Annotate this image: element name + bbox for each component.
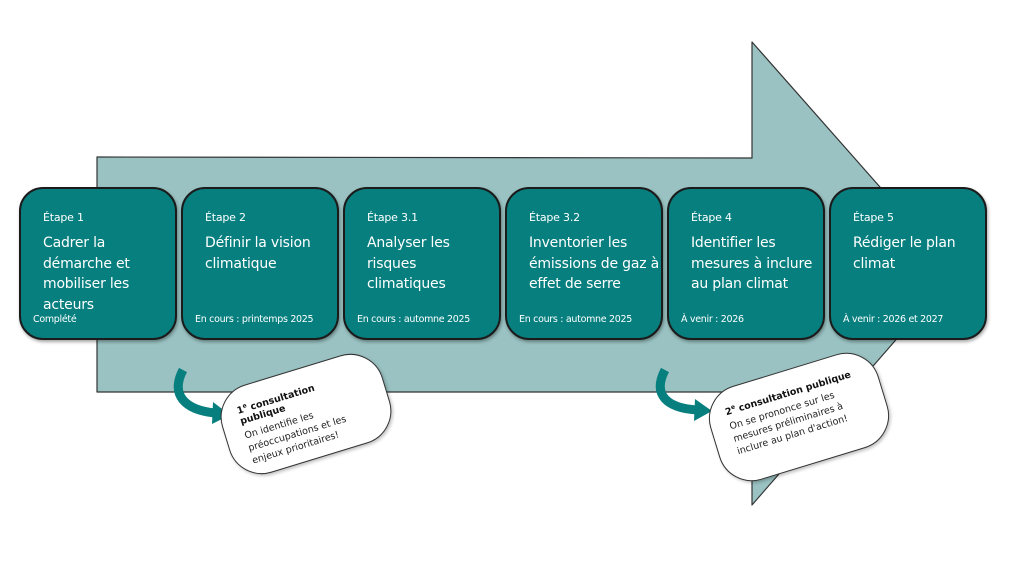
step-card-1: Étape 1 Cadrer la démarche et mobiliser … xyxy=(19,187,177,340)
step-status: En cours : automne 2025 xyxy=(357,314,470,325)
step-label: Étape 5 xyxy=(853,211,894,224)
curved-arrow-2 xyxy=(655,367,712,421)
step-card-3-1: Étape 3.1 Analyser les risques climatiqu… xyxy=(343,187,501,340)
step-title: Cadrer la démarche et mobiliser les acte… xyxy=(43,235,130,313)
step-label: Étape 3.2 xyxy=(529,211,580,224)
step-title: Analyser les risques climatiques xyxy=(367,235,450,292)
step-label: Étape 1 xyxy=(43,211,84,224)
step-card-3-2: Étape 3.2 Inventorier les émissions de g… xyxy=(505,187,663,340)
step-status: En cours : printemps 2025 xyxy=(195,314,314,325)
step-label: Étape 2 xyxy=(205,211,246,224)
step-status: À venir : 2026 et 2027 xyxy=(843,314,944,325)
step-status: Complété xyxy=(33,314,77,325)
step-card-5: Étape 5 Rédiger le plan climat À venir :… xyxy=(829,187,987,340)
step-card-4: Étape 4 Identifier les mesures à inclure… xyxy=(667,187,825,340)
step-title: Définir la vision climatique xyxy=(205,235,311,272)
step-label: Étape 3.1 xyxy=(367,211,418,224)
step-card-2: Étape 2 Définir la vision climatique En … xyxy=(181,187,339,340)
step-title: Rédiger le plan climat xyxy=(853,235,956,272)
step-title: Inventorier les émissions de gaz à effet… xyxy=(529,235,659,292)
step-status: À venir : 2026 xyxy=(681,314,744,325)
step-status: En cours : automne 2025 xyxy=(519,314,632,325)
step-title: Identifier les mesures à inclure au plan… xyxy=(691,235,813,292)
step-label: Étape 4 xyxy=(691,211,732,224)
